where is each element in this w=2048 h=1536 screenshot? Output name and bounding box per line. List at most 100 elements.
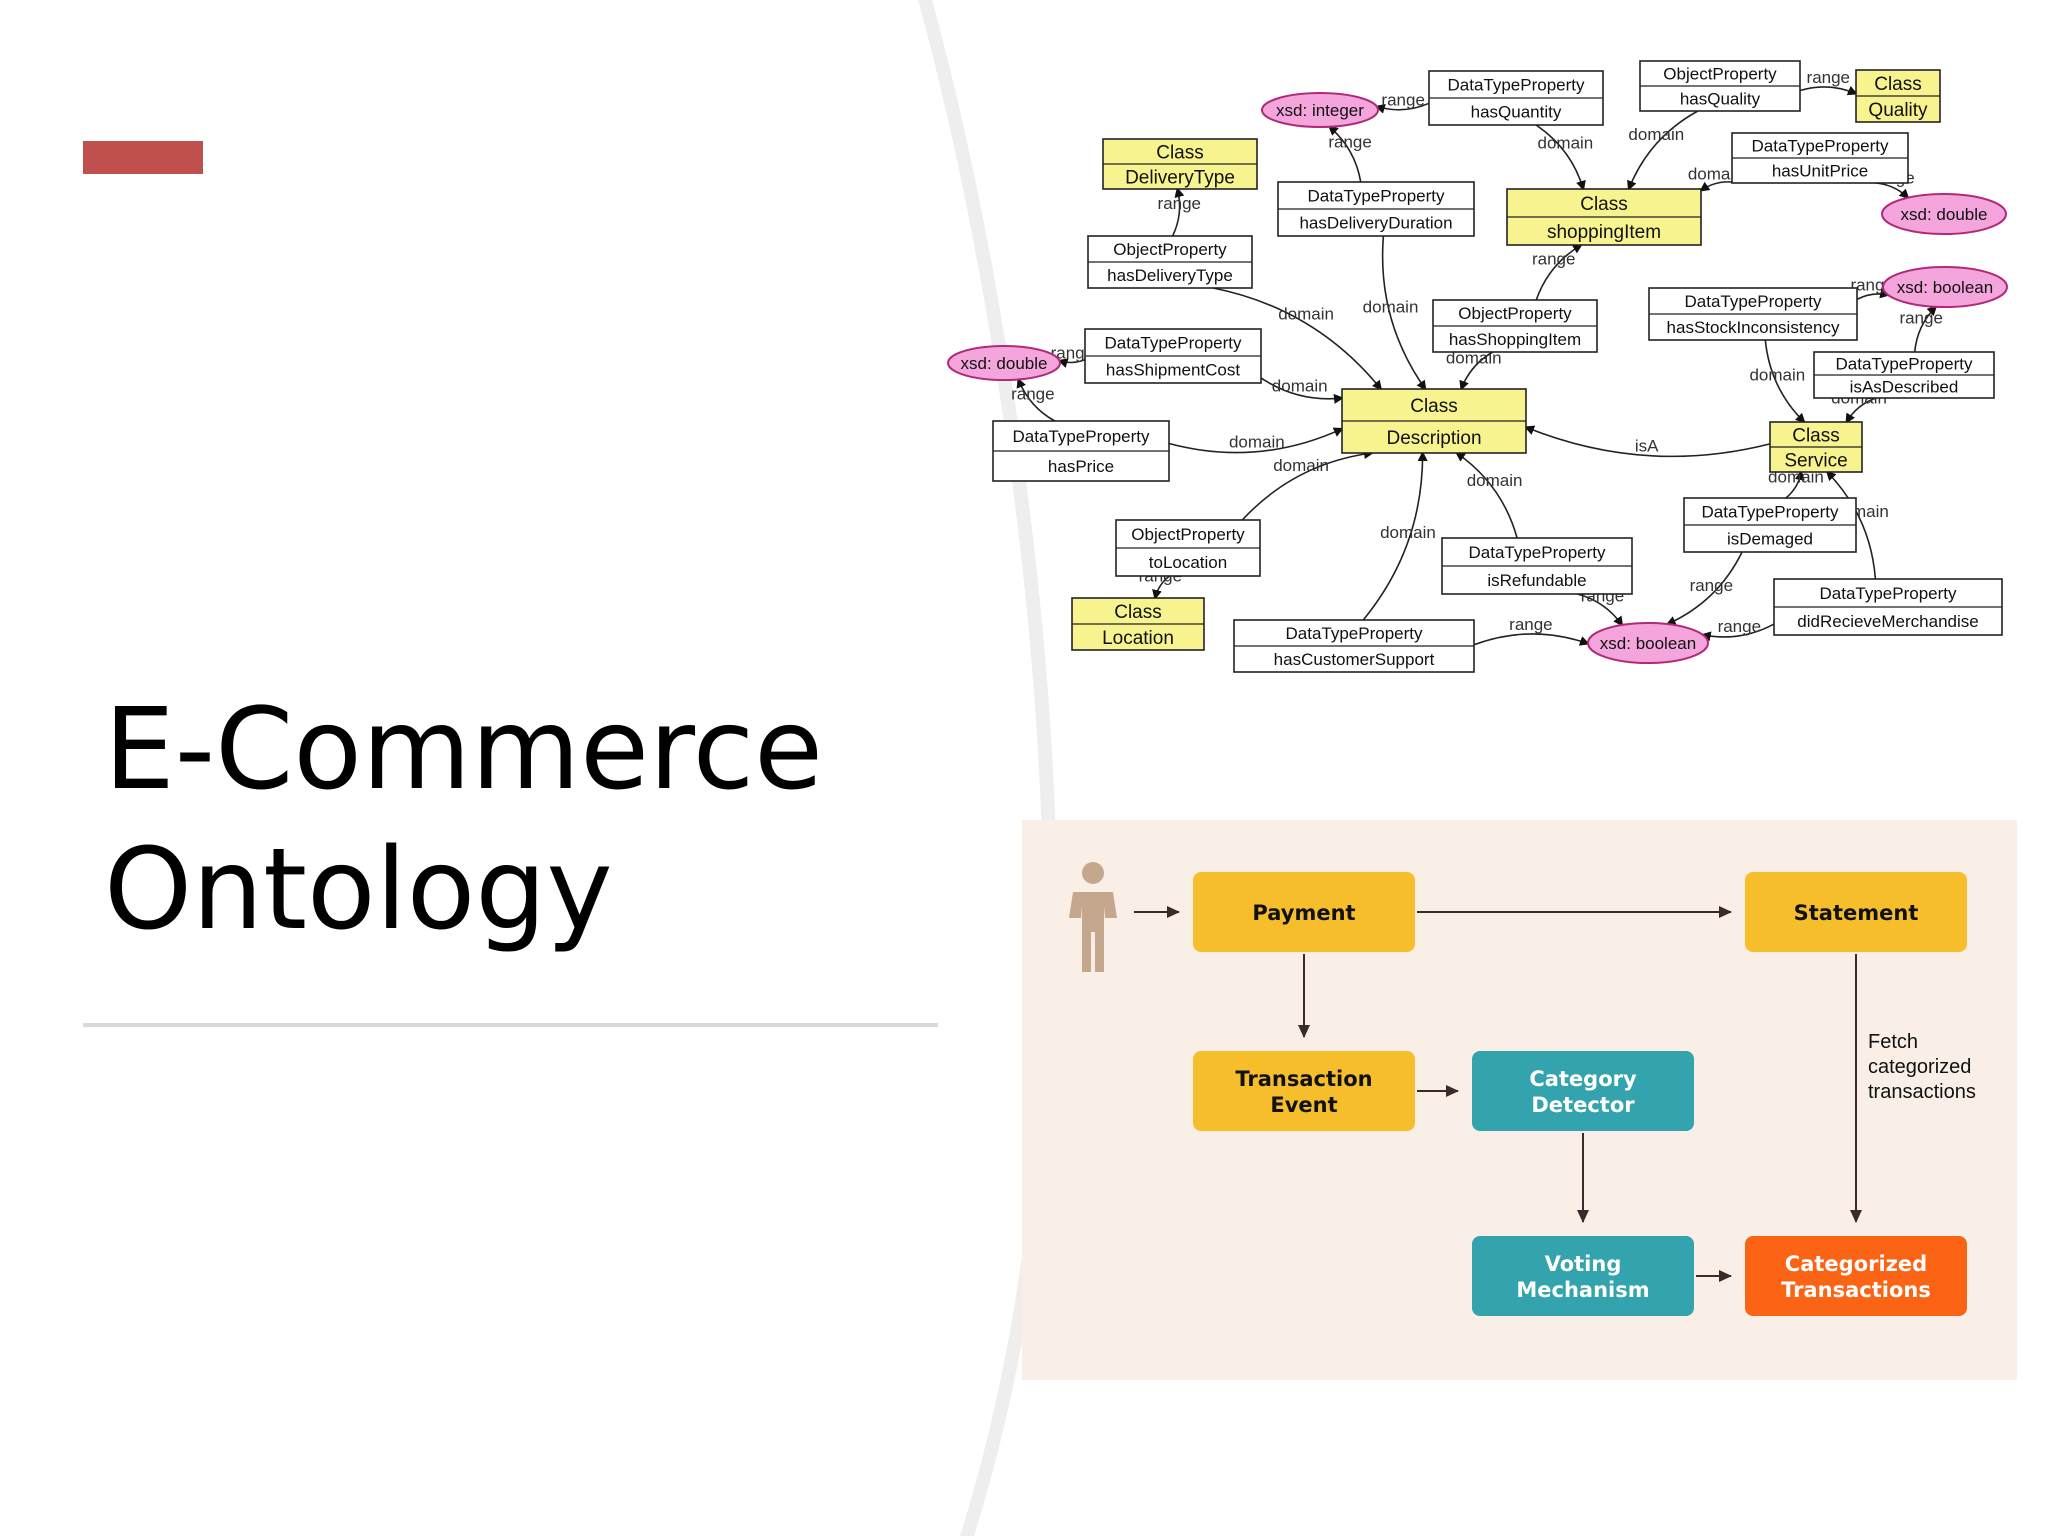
ontology-edge-label: domain	[1538, 134, 1594, 153]
ontology-edge-toLocation-description: domain	[1241, 449, 1375, 521]
ontology-edge-line	[1016, 377, 1056, 422]
flow-node-statement: Statement	[1745, 872, 1967, 952]
ontology-edge-line	[1856, 288, 1891, 301]
ontology-edge-line	[1260, 377, 1344, 404]
person-leg-left	[1082, 930, 1091, 972]
ontology-edge-line	[1845, 397, 1877, 424]
slide-title-line-2: Ontology	[104, 825, 613, 955]
ontology-node-xsd-bool-b: xsd: boolean	[1587, 622, 1709, 664]
datatype-ellipse	[1261, 92, 1379, 128]
ontology-edge-isDemaged-xsd-bool-b: range	[1665, 551, 1743, 626]
ontology-edge-hasQuantity-shoppingItem: domain	[1535, 124, 1594, 191]
ontology-edge-didRecieveMerchandise-xsd-bool-b: range	[1700, 617, 1775, 642]
ontology-edge-label: domain	[1273, 456, 1329, 475]
ontology-node-xsd-int: xsd: integer	[1261, 92, 1379, 128]
datatype-ellipse	[1587, 622, 1709, 664]
ontology-edge-label: range	[1158, 194, 1201, 213]
ontology-edge-hasDeliveryType-description: domain	[1213, 287, 1383, 391]
ontology-edge-hasDeliveryDuration-xsd-int: range	[1327, 125, 1372, 183]
ontology-edge-hasQuality-shoppingItem: domain	[1627, 110, 1699, 191]
ontology-edge-hasDeliveryType-deliveryType: range	[1158, 187, 1201, 237]
flow-arrow-label-line: transactions	[1868, 1081, 1976, 1103]
flow-node-box	[1193, 1051, 1415, 1131]
flow-arrow-label-line: categorized	[1868, 1056, 1971, 1078]
flow-node-box	[1745, 872, 1967, 952]
ontology-edge-hasUnitPrice-shoppingItem: domain	[1688, 164, 1744, 192]
flow-arrow-label-line: Fetch	[1868, 1031, 1918, 1053]
ontology-edge-line	[1577, 593, 1624, 627]
ontology-edge-line	[1524, 425, 1771, 458]
ontology-edge-line	[1699, 181, 1733, 192]
ontology-edge-hasDeliveryDuration-description: domain	[1363, 235, 1427, 391]
flow-node-box	[1745, 1236, 1967, 1316]
ontology-edge-hasStockInconsistency-service: domain	[1749, 339, 1806, 424]
ontology-edge-line	[1057, 358, 1086, 368]
ontology-edge-label: range	[1532, 249, 1575, 268]
title-accent-bar	[83, 141, 203, 174]
ontology-edge-line	[1374, 102, 1430, 114]
ontology-edge-hasCustomerSupport-xsd-bool-b: range	[1473, 615, 1590, 646]
ontology-node-xsd-bool-r: xsd: boolean	[1882, 266, 2008, 308]
ontology-node-xsd-double-l: xsd: double	[947, 345, 1061, 381]
ontology-edge-hasShipmentCost-description: domain	[1260, 376, 1344, 404]
flow-node-box	[1193, 872, 1415, 952]
ontology-edge-line	[1825, 470, 1877, 580]
ontology-edge-label: domain	[1272, 376, 1328, 395]
ontology-edge-hasShoppingItem-description: domain	[1446, 349, 1502, 391]
ontology-edge-line	[1327, 125, 1362, 183]
ontology-edge-label: range	[1011, 384, 1054, 403]
flow-node-box	[1472, 1236, 1694, 1316]
ontology-edge-label: isA	[1635, 437, 1659, 456]
ontology-edge-line	[1213, 287, 1383, 391]
person-leg-right	[1095, 930, 1104, 972]
ontology-edge-line	[1455, 451, 1518, 539]
ontology-edge-line	[1535, 243, 1583, 301]
ontology-edge-line	[1764, 339, 1806, 424]
ontology-edge-label: range	[1718, 617, 1761, 636]
title-divider	[83, 1023, 938, 1027]
ontology-edge-label: range	[1051, 343, 1094, 362]
ontology-edge-line	[1665, 551, 1743, 626]
ontology-edge-service-description: isA	[1524, 425, 1771, 458]
ontology-edge-hasCustomerSupport-description: domain	[1362, 451, 1436, 621]
ontology-node-xsd-double-r: xsd: double	[1881, 193, 2007, 235]
flow-node-box	[1472, 1051, 1694, 1131]
ontology-edge-line	[1362, 451, 1428, 621]
ontology-edge-label: domain	[1628, 125, 1684, 144]
ontology-edge-line	[1700, 623, 1775, 642]
ontology-edge-label: domain	[1363, 297, 1419, 316]
ontology-edge-label: domain	[1229, 433, 1285, 452]
ontology-edge-label: domain	[1688, 164, 1744, 183]
ontology-edge-hasShoppingItem-shoppingItem: range	[1532, 243, 1583, 301]
ontology-edge-line	[1535, 124, 1586, 191]
ontology-edge-label: range	[1381, 91, 1424, 110]
person-body	[1069, 892, 1117, 932]
ontology-edge-label: domain	[1467, 471, 1523, 490]
ontology-edge-label: range	[1509, 615, 1552, 634]
ontology-edge-label: range	[1899, 308, 1942, 327]
ontology-edge-line	[1799, 85, 1858, 96]
ontology-edge-label: domain	[1380, 523, 1436, 542]
ontology-edge-line	[1168, 427, 1344, 454]
person-icon	[1069, 862, 1117, 972]
ontology-edge-label: domain	[1446, 349, 1502, 368]
datatype-ellipse	[1882, 266, 2008, 308]
flow-node-payment: Payment	[1193, 872, 1415, 952]
slide-title-line-1: E-Commerce	[104, 685, 824, 815]
